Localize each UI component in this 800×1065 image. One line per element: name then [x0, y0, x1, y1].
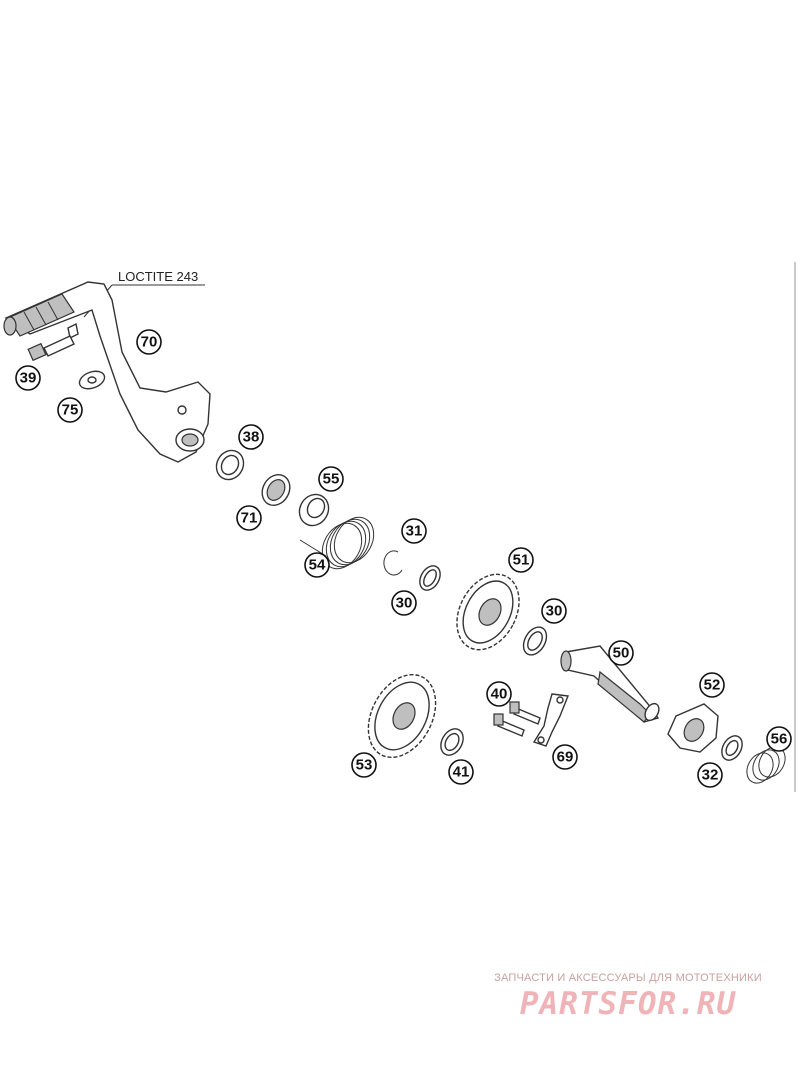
callout-56-label: 56 [771, 731, 788, 748]
callout-54-label: 54 [309, 557, 326, 574]
callout-30-lower: 30 [541, 598, 567, 624]
loctite-note-text: LOCTITE 243 [118, 269, 198, 284]
callout-53: 53 [351, 752, 377, 778]
bolts-40 [493, 701, 541, 737]
callout-30-lower-label: 30 [546, 603, 563, 620]
callout-30-upper: 30 [391, 590, 417, 616]
watermark-tagline: ЗАПЧАСТИ И АКСЕССУАРЫ ДЛЯ МОТОТЕХНИКИ [494, 972, 762, 984]
callout-54: 54 [304, 552, 330, 578]
bolt-39 [27, 335, 75, 362]
callout-70: 70 [136, 329, 162, 355]
bushing-71 [261, 473, 291, 507]
callout-32-label: 32 [702, 767, 719, 784]
callout-32: 32 [697, 762, 723, 788]
kick-gear-51 [456, 573, 520, 651]
callout-53-label: 53 [356, 757, 373, 774]
page-edge-line [794, 262, 796, 792]
callout-70-label: 70 [141, 334, 158, 351]
callout-40: 40 [486, 681, 512, 707]
callout-71: 71 [236, 505, 262, 531]
callout-69-label: 69 [557, 749, 574, 766]
callout-41: 41 [448, 759, 474, 785]
washer-75 [78, 370, 106, 390]
callout-39-label: 39 [20, 370, 37, 387]
callout-31-label: 31 [406, 523, 423, 540]
callout-52: 52 [699, 672, 725, 698]
callout-51-label: 51 [513, 552, 530, 569]
washer-30-lower [522, 626, 548, 656]
callout-38-label: 38 [243, 429, 260, 446]
callout-30-upper-label: 30 [396, 595, 413, 612]
callout-41-label: 41 [453, 764, 470, 781]
kick-spring-54 [299, 516, 375, 570]
watermark-brand: PARTSFOR.RU [519, 986, 737, 1022]
callout-50-label: 50 [613, 645, 630, 662]
callout-55: 55 [318, 466, 344, 492]
callout-69: 69 [552, 744, 578, 770]
callout-71-label: 71 [241, 510, 258, 527]
kickstart-lever [3, 281, 211, 463]
callout-50: 50 [608, 640, 634, 666]
callout-56: 56 [766, 726, 792, 752]
kick-shaft-50 [560, 645, 660, 723]
ratchet-52 [667, 703, 719, 753]
idler-gear-53 [367, 673, 437, 759]
callout-75: 75 [57, 397, 83, 423]
callout-75-label: 75 [62, 402, 79, 419]
spring-guide-55 [298, 493, 330, 527]
callout-39: 39 [15, 365, 41, 391]
callout-51: 51 [508, 547, 534, 573]
washer-41 [440, 728, 464, 756]
callout-31: 31 [401, 518, 427, 544]
seal-38 [215, 449, 245, 481]
washer-30-upper [419, 565, 441, 591]
callout-40-label: 40 [491, 686, 508, 703]
washer-32 [721, 735, 743, 761]
watermark: ЗАПЧАСТИ И АКСЕССУАРЫ ДЛЯ МОТОТЕХНИКИ PA… [478, 972, 778, 1022]
callout-55-label: 55 [323, 471, 340, 488]
callout-38: 38 [238, 424, 264, 450]
stop-plate-69 [532, 693, 569, 747]
callout-52-label: 52 [704, 677, 721, 694]
circlip-31 [383, 550, 403, 576]
